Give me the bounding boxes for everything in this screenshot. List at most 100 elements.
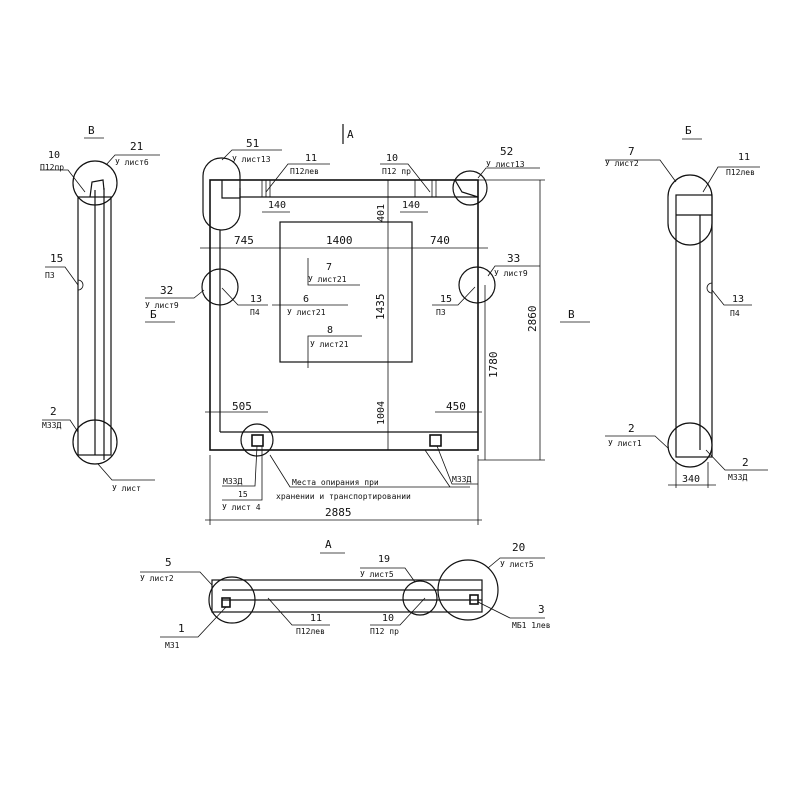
hole-p3 [77, 279, 84, 291]
callout-1: 1 М31 [160, 606, 227, 650]
callout-15: 15 П3 [45, 252, 79, 286]
svg-text:15: 15 [238, 490, 248, 499]
svg-text:20: 20 [512, 541, 525, 554]
dim-1435: 1435 [374, 294, 387, 321]
svg-text:У лист: У лист [112, 484, 141, 493]
callout-15: 15 П3 [432, 286, 476, 317]
dim-1004: 1004 [376, 401, 387, 425]
svg-text:МБ1 1лев: МБ1 1лев [512, 621, 551, 630]
svg-text:У лист5: У лист5 [360, 570, 394, 579]
svg-text:2: 2 [50, 405, 57, 418]
hole-p4 [706, 282, 713, 294]
svg-text:У лист13: У лист13 [486, 160, 525, 169]
callout-11: 11 П12лев [702, 152, 760, 193]
svg-text:П12 пр: П12 пр [382, 167, 411, 176]
dim-140-right: 140 [402, 200, 420, 211]
svg-text:15: 15 [440, 294, 452, 305]
embed-mb1 [469, 594, 479, 605]
svg-text:М31: М31 [165, 641, 180, 650]
svg-text:П12пр: П12пр [40, 163, 64, 172]
callout-2-list1: 2 У лист1 [605, 422, 669, 449]
callout-33: 33 У лист9 [487, 252, 540, 278]
svg-text:У лист1: У лист1 [608, 439, 642, 448]
callout-7: 7 У лист21 [307, 258, 360, 286]
callout-10: 10 П12 пр [370, 597, 426, 636]
view-v: В 10 П12пр 21 У лист6 15 П3 2 М33Д [40, 124, 160, 493]
dim-340: 340 [682, 474, 700, 485]
detail-circle-support [240, 423, 274, 457]
support-note: Места опирания при хранении и транспорти… [269, 449, 470, 501]
svg-text:П4: П4 [250, 308, 260, 317]
svg-text:6: 6 [303, 294, 309, 305]
detail-circle-21 [72, 160, 118, 206]
callout-10: 10 П12пр [40, 150, 86, 193]
svg-text:М33Д: М33Д [42, 421, 61, 430]
view-a-body [211, 579, 483, 613]
view-a: А 5 У лист2 19 У лист5 20 У лист5 1 М31 [140, 538, 551, 650]
dim-740: 740 [430, 234, 450, 247]
detail-circle-33 [458, 266, 496, 304]
callout-m33d-right: М33Д [436, 445, 478, 485]
detail-oval-7 [667, 174, 713, 246]
svg-text:Места опирания при: Места опирания при [292, 478, 379, 487]
callout-2: 2 М33Д [42, 405, 79, 433]
embed-m33d-right [429, 434, 442, 447]
svg-text:1: 1 [178, 622, 185, 635]
callout-51: 51 У лист13 [221, 137, 282, 164]
view-v-title: В [88, 124, 95, 137]
callout-19: 19 У лист5 [360, 554, 416, 583]
callout-m33d-left: М33Д 15 У лист 4 [222, 445, 263, 512]
svg-text:У лист 4: У лист 4 [222, 503, 261, 512]
svg-text:7: 7 [628, 145, 635, 158]
svg-text:51: 51 [246, 137, 259, 150]
callout-3: 3 МБ1 1лев [477, 601, 551, 630]
svg-text:3: 3 [538, 603, 545, 616]
main-view: A 745 [145, 124, 590, 525]
view-a-title: А [325, 538, 332, 551]
right-top-corner [454, 179, 479, 198]
detail-circle-19 [402, 580, 438, 616]
svg-text:У лист21: У лист21 [308, 275, 347, 284]
svg-text:У лист5: У лист5 [500, 560, 534, 569]
svg-text:13: 13 [732, 294, 744, 305]
callout-13: 13 П4 [711, 289, 752, 318]
svg-text:П3: П3 [45, 271, 55, 280]
svg-text:52: 52 [500, 145, 513, 158]
svg-text:У лист9: У лист9 [145, 301, 179, 310]
detail-circle-52 [452, 170, 488, 206]
svg-text:21: 21 [130, 140, 143, 153]
callout-10: 10 П12 пр [380, 153, 431, 193]
svg-text:П3: П3 [436, 308, 446, 317]
dim-1400: 1400 [326, 234, 353, 247]
svg-text:У лист21: У лист21 [287, 308, 326, 317]
callout-13: 13 П4 [221, 287, 268, 317]
svg-text:У лист2: У лист2 [140, 574, 174, 583]
embed-m33d-left [251, 434, 264, 447]
svg-text:М33Д: М33Д [223, 477, 242, 486]
left-top-corner [221, 180, 241, 199]
detail-circle-2 [667, 422, 713, 468]
svg-text:П12лев: П12лев [290, 167, 319, 176]
svg-text:У лист2: У лист2 [605, 159, 639, 168]
inner-opening [279, 221, 413, 363]
svg-text:11: 11 [305, 153, 317, 164]
callout-52: 52 У лист13 [477, 145, 540, 179]
callout-8: 8 У лист21 [307, 325, 362, 368]
svg-text:хранении и транспортировании: хранении и транспортировании [276, 492, 411, 501]
section-v-label: В [568, 308, 575, 321]
callout-20: 20 У лист5 [487, 541, 545, 569]
svg-text:2: 2 [628, 422, 635, 435]
dim-450: 450 [446, 400, 466, 413]
callout-6: 6 У лист21 [272, 294, 348, 317]
dim-745: 745 [234, 234, 254, 247]
svg-text:11: 11 [738, 152, 750, 163]
view-b-body [675, 194, 713, 458]
dim-140-left: 140 [268, 200, 286, 211]
svg-text:П12 пр: П12 пр [370, 627, 399, 636]
callout-7: 7 У лист2 [605, 145, 677, 183]
callout-21: 21 У лист6 [105, 140, 160, 167]
dim-2885: 2885 [325, 506, 352, 519]
callout-11: 11 П12лев [267, 597, 330, 636]
svg-text:М33Д: М33Д [728, 473, 747, 482]
view-v-top-step [89, 179, 105, 198]
